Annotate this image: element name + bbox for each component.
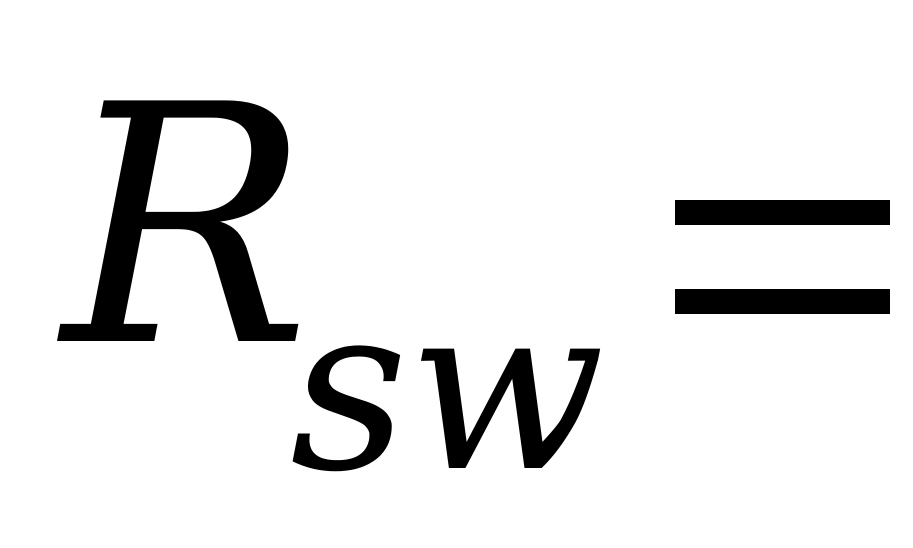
equals-sign-bottom-bar — [675, 289, 890, 314]
equals-sign — [675, 200, 890, 314]
formula-subscript: sw — [290, 256, 605, 523]
equals-sign-top-bar — [675, 200, 890, 225]
formula-variable: R — [62, 35, 311, 419]
